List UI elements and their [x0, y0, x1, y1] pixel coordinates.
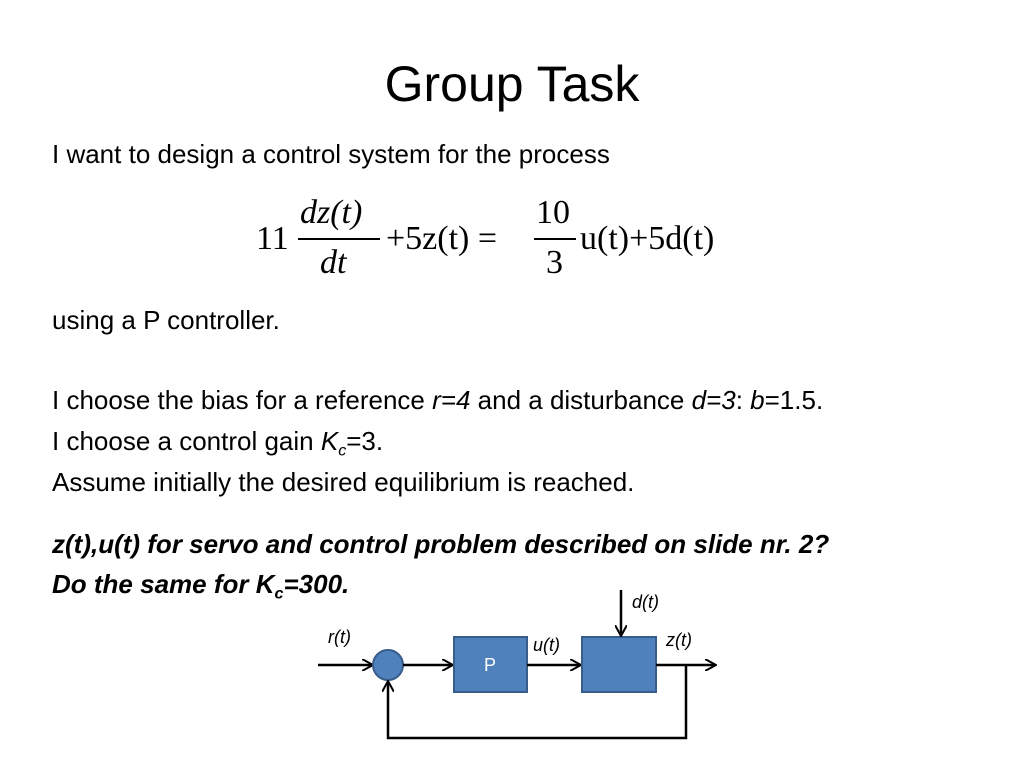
- disturbance-label: d(t): [632, 592, 659, 612]
- p-controller-label: P: [484, 655, 496, 675]
- eq-frac2-bar: [534, 238, 576, 240]
- bias-symbol: b: [750, 385, 765, 415]
- question-line-1: z(t),u(t) for servo and control problem …: [52, 529, 830, 559]
- gain-text: I choose a control gain Kc=3.: [52, 426, 384, 460]
- gain-symbol: K: [320, 426, 339, 456]
- summing-junction: [372, 649, 404, 681]
- eq-frac1-numerator: dz(t): [300, 194, 363, 231]
- eq-frac2-numerator: 10: [536, 194, 570, 231]
- feedback-path: [388, 665, 688, 740]
- controller-text: using a P controller.: [52, 305, 280, 335]
- output-label: z(t): [665, 630, 692, 650]
- control-signal-label: u(t): [533, 635, 560, 655]
- p-controller-block: [453, 636, 528, 693]
- process-equation: 11 dz(t) dt +5z(t) = 10 3 u(t)+5d(t): [250, 190, 790, 290]
- eq-coefficient: 11: [256, 220, 289, 257]
- process-block: [581, 636, 657, 693]
- disturbance-value: d=3: [691, 385, 736, 415]
- bias-text: I choose the bias for a reference r=4 an…: [52, 385, 824, 415]
- reference-label: r(t): [328, 627, 351, 647]
- eq-frac2-denominator: 3: [546, 244, 563, 281]
- bias-value: =1.5.: [764, 385, 824, 415]
- eq-frac1-denominator: dt: [320, 244, 347, 281]
- eq-frac1-bar: [298, 238, 380, 240]
- question-line-2: Do the same for Kc=300.: [52, 569, 350, 603]
- eq-term2: +5z(t) =: [386, 220, 498, 257]
- eq-term3: u(t)+5d(t): [580, 220, 715, 257]
- gain-value: =3.: [346, 426, 384, 456]
- slide-title: Group Task: [384, 56, 640, 112]
- intro-text: I want to design a control system for th…: [52, 139, 610, 169]
- reference-value: r=4: [432, 385, 471, 415]
- assumption-text: Assume initially the desired equilibrium…: [52, 467, 635, 497]
